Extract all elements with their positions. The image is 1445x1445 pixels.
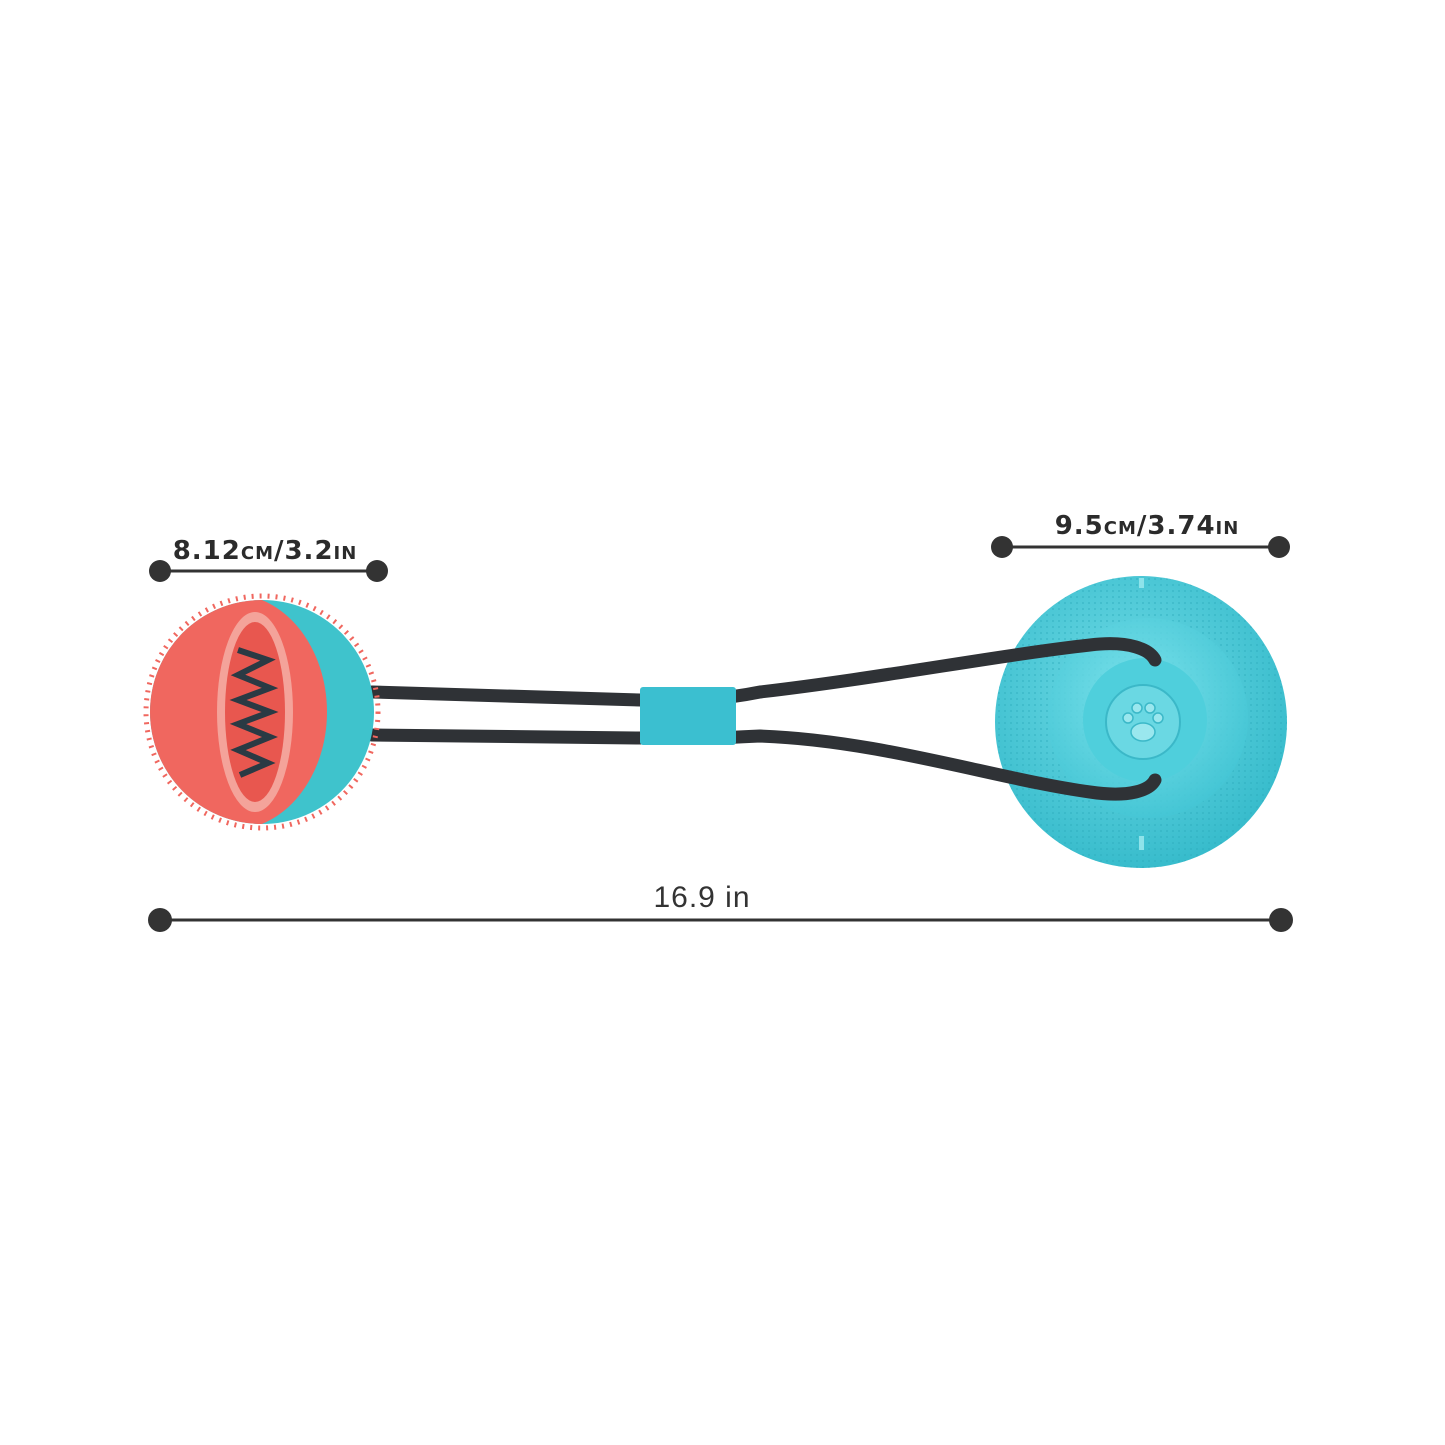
total-length-label: 16.9 in <box>653 881 750 914</box>
suction-cup <box>995 576 1287 868</box>
rope-sleeve <box>640 687 736 745</box>
ball-dimension-label: 8.12cm/3.2in <box>173 536 358 566</box>
ball-dimension: 8.12cm/3.2in <box>149 536 388 582</box>
suction-cup-dimension: 9.5cm/3.74in <box>991 511 1290 558</box>
total-length-dimension: 16.9 in <box>148 881 1293 932</box>
suction-cup-dimension-label: 9.5cm/3.74in <box>1055 511 1240 541</box>
paw-icon <box>1122 702 1164 742</box>
treat-ball <box>143 593 381 831</box>
